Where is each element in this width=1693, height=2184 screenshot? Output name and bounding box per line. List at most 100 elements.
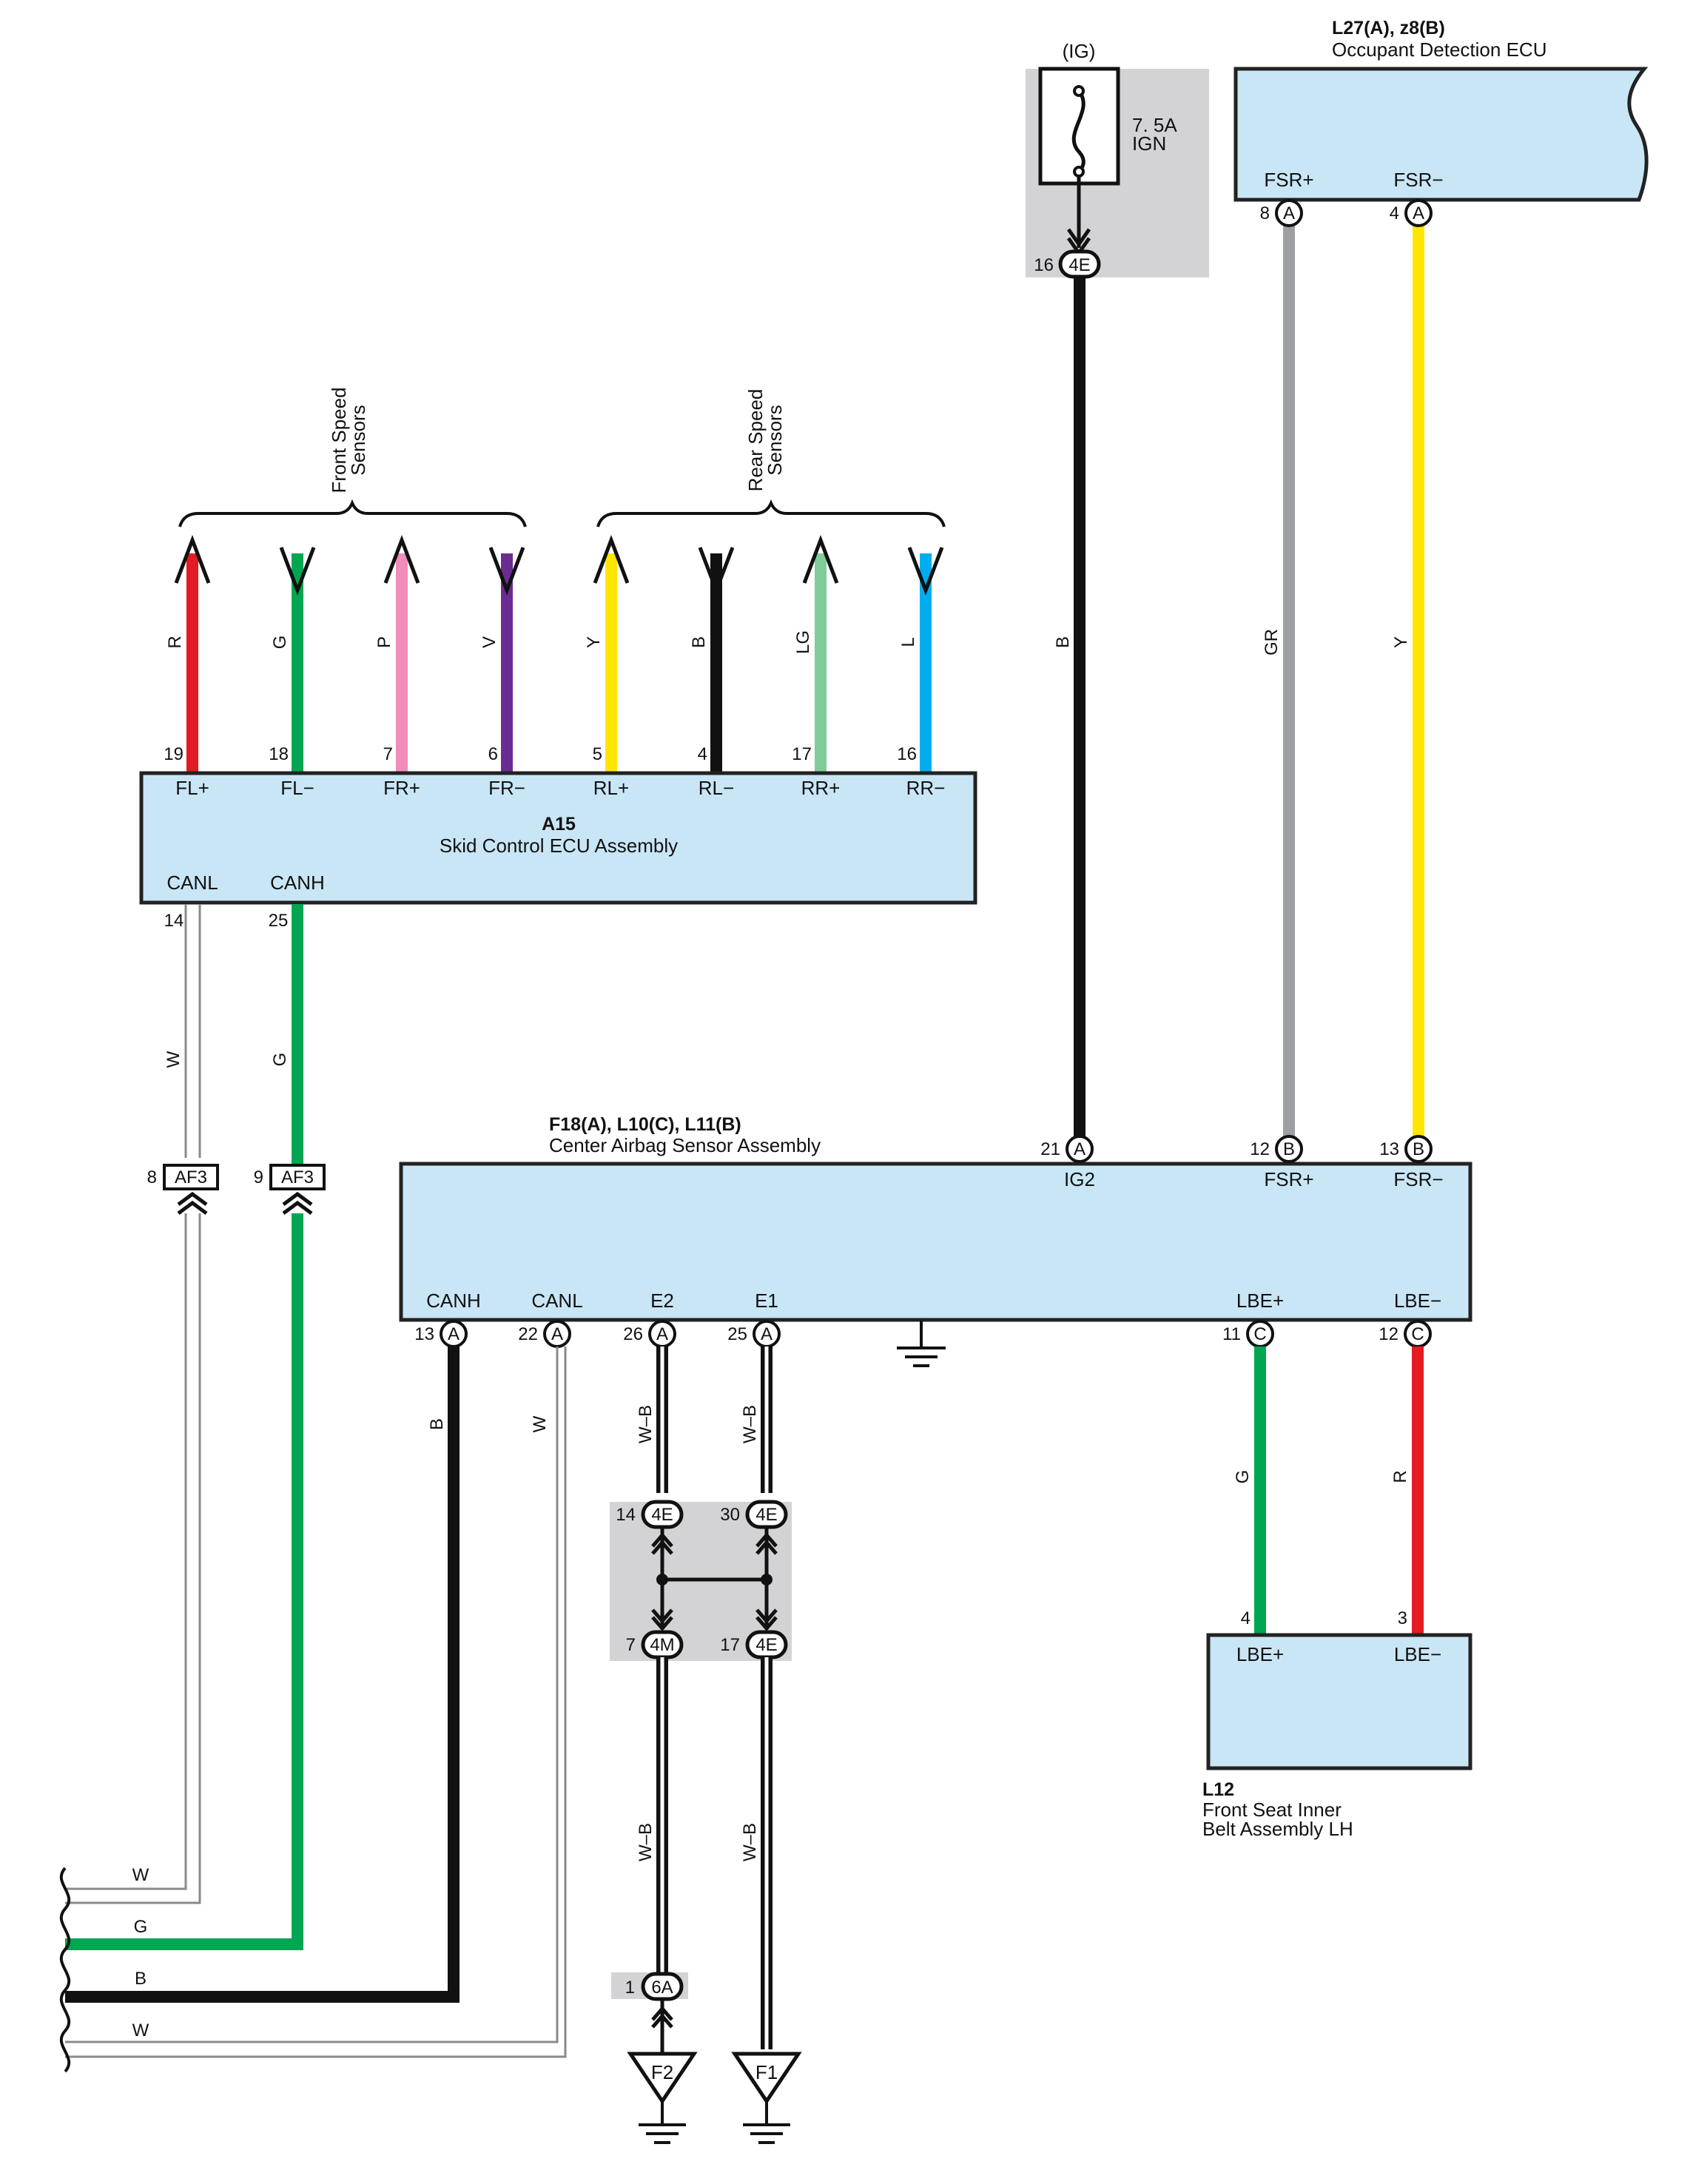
bus-wire-g bbox=[65, 1213, 303, 1950]
svg-text:AF3: AF3 bbox=[281, 1167, 314, 1187]
af3-connector: AF3 8 bbox=[147, 1164, 219, 1216]
skid-top-pin-label: RL− bbox=[699, 777, 734, 799]
skid-top-pin-label: RR− bbox=[906, 777, 946, 799]
pin-num: 13 bbox=[1379, 1139, 1399, 1159]
airbag-top-pin-label: FSR+ bbox=[1264, 1168, 1313, 1190]
pin-connector: B 13 bbox=[1379, 1135, 1433, 1163]
sensor-wire-r bbox=[174, 534, 211, 772]
junction-connector-id: 4E bbox=[755, 1635, 777, 1655]
pin-connector: C12 bbox=[1379, 1320, 1432, 1348]
sensor-wire-p bbox=[383, 534, 420, 772]
arrow-down-icon bbox=[907, 547, 944, 596]
svg-text:8: 8 bbox=[1260, 203, 1270, 223]
airbag-code: F18(A), L10(C), L11(B) bbox=[549, 1114, 741, 1135]
junction-connector-id: 4E bbox=[651, 1505, 673, 1525]
airbag-bottom-pin-label: LBE− bbox=[1394, 1290, 1441, 1312]
skid-top-pin-labels: FL+FL−FR+FR−RL+RL−RR+RR− bbox=[175, 777, 945, 799]
ground-symbol-icon bbox=[897, 1321, 946, 1367]
svg-text:8: 8 bbox=[147, 1167, 157, 1187]
svg-text:4: 4 bbox=[1390, 203, 1399, 223]
wire-label: Y bbox=[584, 636, 604, 648]
junction-connector-pin: 7 bbox=[626, 1635, 636, 1655]
arrow-up-icon bbox=[174, 534, 211, 584]
svg-text:1: 1 bbox=[625, 1978, 635, 1998]
belt-name-line2: Belt Assembly LH bbox=[1202, 1818, 1353, 1840]
wire-label: W–B bbox=[636, 1405, 656, 1443]
junction-connector: 4E 14 bbox=[616, 1500, 684, 1529]
wire-label: V bbox=[479, 636, 499, 648]
wire-label: B bbox=[427, 1418, 447, 1430]
skid-top-pin-label: FR+ bbox=[383, 777, 420, 799]
sensor-wire-l bbox=[907, 547, 944, 772]
connector-6a: 6A 1 bbox=[611, 1972, 688, 2054]
pin-num: 26 bbox=[623, 1324, 643, 1344]
skid-bottom-pin-num: 14 bbox=[164, 911, 184, 931]
sensor-wire-v bbox=[488, 547, 525, 772]
bus-label: W bbox=[132, 1865, 149, 1885]
wire-label: R bbox=[1390, 1470, 1410, 1483]
pin-num: 13 bbox=[414, 1324, 434, 1344]
skid-bottom-pin-label: CANL bbox=[166, 872, 218, 894]
belt-name-line1: Front Seat Inner bbox=[1202, 1799, 1342, 1821]
pin-num: 22 bbox=[518, 1324, 538, 1344]
fuse-name: IGN bbox=[1132, 132, 1166, 155]
sensor-wire-lg bbox=[802, 534, 839, 772]
bus-wire-w-lower bbox=[65, 1347, 567, 2058]
bus-label: G bbox=[134, 1917, 148, 1937]
skid-top-pin-num: 6 bbox=[488, 744, 498, 764]
skid-top-pin-num: 18 bbox=[269, 744, 289, 764]
wire-label: LG bbox=[793, 630, 813, 654]
airbag-pins: A21IG2B12FSR+B13FSR−CANHA13CANLA22E2A26E… bbox=[414, 1135, 1444, 1348]
bus-label: B bbox=[135, 1969, 147, 1989]
skid-top-pin-num: 4 bbox=[698, 744, 707, 764]
pin-connector: A25 bbox=[727, 1320, 781, 1348]
center-airbag-sensor-assembly: F18(A), L10(C), L11(B) Center Airbag Sen… bbox=[399, 1114, 1472, 1322]
pin-conn-letter: B bbox=[1413, 1139, 1424, 1159]
ground-f1-icon: F1 bbox=[731, 2052, 802, 2144]
front-group-line2: Sensors bbox=[347, 405, 369, 475]
front-speed-sensors-group: Front Speed Sensors bbox=[178, 387, 527, 528]
af3-connector: AF3 9 bbox=[254, 1164, 326, 1216]
wire-label: W–B bbox=[740, 1823, 760, 1861]
pin-num: 12 bbox=[1250, 1139, 1270, 1159]
pin-num: 21 bbox=[1040, 1139, 1060, 1159]
wire-label: B bbox=[1053, 636, 1073, 648]
svg-text:6A: 6A bbox=[651, 1978, 673, 1998]
airbag-bottom-pin-label: LBE+ bbox=[1236, 1290, 1284, 1312]
fuse-connector-id: 4E bbox=[1068, 255, 1090, 275]
occupant-ecu-code: L27(A), z8(B) bbox=[1332, 18, 1445, 38]
sensor-wire-g bbox=[279, 547, 316, 772]
wire-label: W bbox=[164, 1051, 184, 1068]
pin-conn-letter: C bbox=[1253, 1324, 1266, 1344]
skid-top-pin-num: 5 bbox=[593, 744, 602, 764]
airbag-top-pin-label: IG2 bbox=[1064, 1168, 1095, 1190]
wire-label: Y bbox=[1391, 636, 1411, 648]
airbag-bottom-pin-label: E2 bbox=[650, 1290, 674, 1312]
pin-conn-letter: A bbox=[656, 1324, 668, 1344]
rear-group-line1: Rear Speed bbox=[744, 389, 767, 492]
svg-text:F1: F1 bbox=[755, 2061, 778, 2083]
pin-conn-letter: C bbox=[1411, 1324, 1424, 1344]
sensor-wire-y bbox=[593, 534, 630, 772]
svg-text:AF3: AF3 bbox=[175, 1167, 207, 1187]
pin-num: 11 bbox=[1222, 1324, 1241, 1344]
wire-label: R bbox=[165, 636, 185, 648]
airbag-top-pin-label: FSR− bbox=[1393, 1168, 1443, 1190]
bus-wire-w-upper bbox=[65, 1213, 201, 1904]
pin-num: 25 bbox=[727, 1324, 747, 1344]
belt-pin-num: 4 bbox=[1241, 1608, 1251, 1628]
arrow-down-icon bbox=[279, 547, 316, 596]
skid-top-pin-label: FR− bbox=[488, 777, 525, 799]
fuse-tag: (IG) bbox=[1063, 40, 1096, 62]
pin-connector: B12 bbox=[1250, 1135, 1303, 1163]
occupant-detection-ecu: L27(A), z8(B) Occupant Detection ECU FSR… bbox=[1233, 18, 1649, 202]
airbag-bottom-pin-label: CANH bbox=[426, 1290, 481, 1312]
pin-connector: A21 bbox=[1040, 1135, 1094, 1163]
airbag-bottom-pin-label: E1 bbox=[755, 1290, 778, 1312]
wire-label: W–B bbox=[740, 1405, 760, 1443]
skid-bottom-pin-num: 25 bbox=[269, 911, 289, 931]
junction-connector-pin: 14 bbox=[616, 1505, 636, 1525]
